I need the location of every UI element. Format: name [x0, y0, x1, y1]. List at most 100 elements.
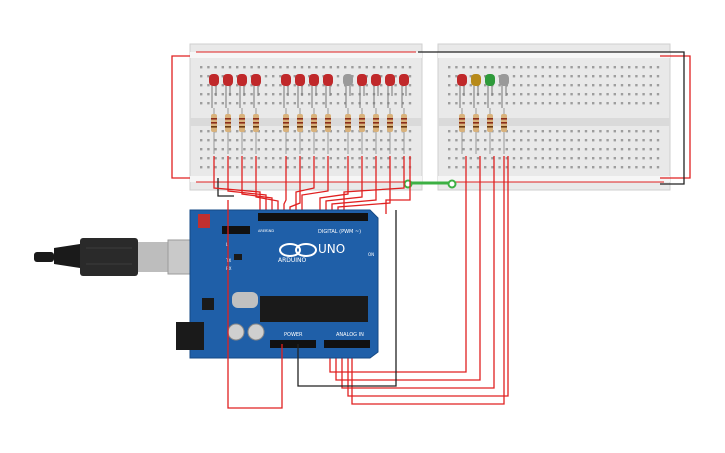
gnd-return-wire[interactable] — [297, 210, 397, 387]
hole — [455, 130, 458, 133]
led[interactable] — [457, 74, 467, 86]
reset-button[interactable] — [198, 214, 210, 228]
hole — [505, 139, 508, 142]
signal-wire[interactable] — [283, 156, 287, 214]
analog-wire[interactable] — [347, 156, 509, 397]
hole — [649, 139, 652, 142]
led[interactable] — [323, 74, 333, 86]
resistor-band — [387, 118, 393, 120]
hole — [279, 75, 282, 78]
signal-wire[interactable] — [301, 156, 329, 214]
led[interactable] — [371, 74, 381, 86]
hole — [469, 166, 472, 169]
led[interactable] — [237, 74, 247, 86]
rail-wire-left-red[interactable] — [171, 55, 190, 179]
hole — [649, 148, 652, 151]
resistor-band — [373, 122, 379, 124]
led[interactable] — [281, 74, 291, 86]
signal-wire[interactable] — [227, 156, 267, 214]
resistor-band — [387, 126, 393, 128]
hole — [200, 166, 203, 169]
signal-wire[interactable] — [295, 156, 315, 214]
hole — [315, 166, 318, 169]
hole — [214, 157, 217, 160]
hole — [336, 130, 340, 133]
hole — [541, 102, 544, 105]
hole — [264, 166, 268, 169]
led[interactable] — [357, 74, 367, 86]
hole — [264, 148, 268, 151]
analog-wire[interactable] — [351, 156, 505, 405]
rail-wire-right-red[interactable] — [660, 55, 691, 179]
led[interactable] — [499, 74, 509, 86]
signal-wire[interactable] — [213, 156, 261, 214]
hole — [315, 102, 318, 105]
hole — [534, 130, 537, 133]
hole — [484, 139, 487, 142]
analog-wire[interactable] — [335, 156, 481, 381]
ground-wire-black[interactable] — [217, 178, 234, 197]
hole — [649, 93, 652, 96]
led[interactable] — [471, 74, 481, 86]
resistor-band — [311, 118, 317, 120]
resistor-band — [387, 122, 393, 124]
hole — [635, 139, 638, 142]
hole — [250, 93, 253, 96]
led[interactable] — [385, 74, 395, 86]
hole — [221, 148, 224, 151]
hole — [250, 130, 253, 133]
hole — [322, 139, 325, 142]
hole — [606, 102, 609, 105]
analog-label: ANALOG IN — [336, 332, 364, 338]
hole — [520, 166, 523, 169]
signal-wire[interactable] — [331, 156, 377, 214]
led[interactable] — [399, 74, 409, 86]
hole — [257, 148, 260, 151]
signal-wire[interactable] — [385, 156, 411, 214]
hole — [344, 102, 347, 105]
hole — [606, 93, 609, 96]
power-loop-wire[interactable] — [227, 200, 283, 409]
arduino-board[interactable]: DIGITAL (PWM ~) UNO ARDUINO POWER ANALOG… — [176, 209, 379, 359]
hole — [505, 166, 508, 169]
led[interactable] — [343, 74, 353, 86]
hole — [308, 139, 311, 142]
hole — [577, 139, 580, 142]
hole — [300, 166, 304, 169]
led[interactable] — [223, 74, 233, 86]
atmega-chip — [260, 296, 368, 322]
hole — [286, 148, 289, 151]
hole — [380, 102, 383, 105]
signal-wire[interactable] — [255, 156, 279, 214]
rail-wire-top-black[interactable] — [418, 51, 685, 185]
hole — [286, 102, 289, 105]
hole — [498, 102, 501, 105]
hole — [491, 148, 494, 151]
hole — [512, 157, 516, 160]
led[interactable] — [251, 74, 261, 86]
signal-wire[interactable] — [343, 156, 405, 214]
analog-wire[interactable] — [329, 156, 467, 373]
signal-wire[interactable] — [241, 156, 273, 214]
hole — [656, 139, 660, 142]
hole — [408, 93, 412, 96]
hole — [556, 157, 559, 160]
hole — [365, 102, 368, 105]
hole — [541, 166, 544, 169]
analog-wire[interactable] — [341, 156, 495, 389]
resistor-band — [501, 122, 507, 124]
led[interactable] — [209, 74, 219, 86]
hole — [207, 148, 210, 151]
led[interactable] — [485, 74, 495, 86]
hole — [462, 166, 465, 169]
led[interactable] — [309, 74, 319, 86]
hole — [272, 66, 275, 69]
digital-header — [258, 213, 368, 221]
signal-wire[interactable] — [319, 156, 349, 214]
hole — [200, 139, 203, 142]
hole — [469, 139, 472, 142]
hole — [250, 84, 253, 87]
hole — [322, 84, 325, 87]
led[interactable] — [295, 74, 305, 86]
hole — [563, 84, 566, 87]
